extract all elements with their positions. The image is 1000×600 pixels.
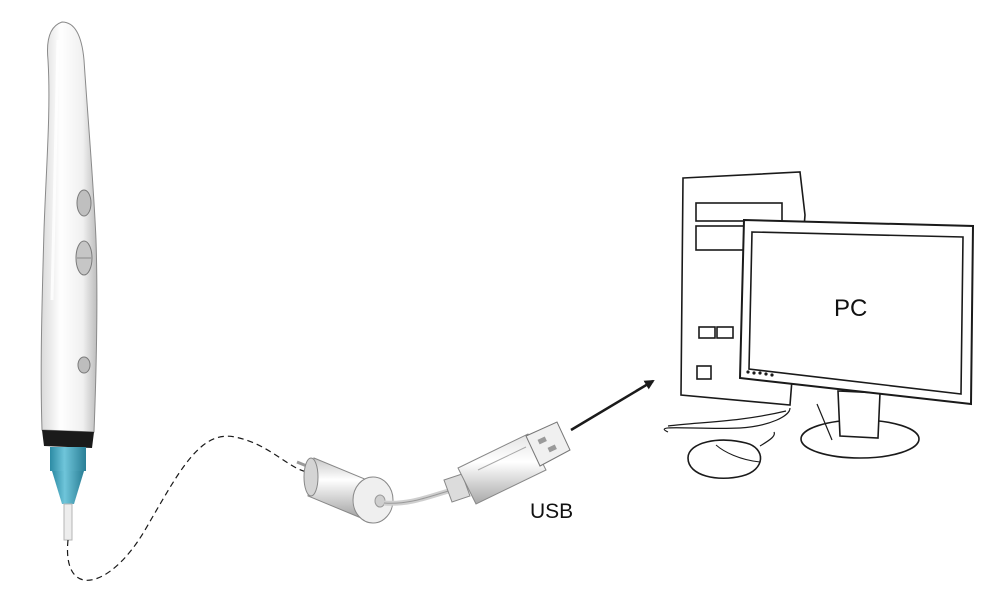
- usb-label: USB: [530, 500, 574, 523]
- usb-plug-icon: [443, 421, 571, 505]
- usb-adapter-icon: [296, 457, 453, 524]
- camera-button-top: [76, 189, 92, 217]
- arrow-right-icon: [570, 379, 655, 432]
- pc-label: PC: [834, 295, 868, 322]
- camera-cable: [66, 435, 309, 581]
- camera-button-bottom: [77, 356, 91, 374]
- keyboard-cable: [663, 407, 791, 433]
- intraoral-camera-icon: [40, 21, 98, 541]
- mouse-icon: [687, 431, 775, 480]
- monitor-screen: [748, 231, 964, 395]
- monitor-icon: [738, 218, 975, 459]
- keyboard-cable-return: [667, 410, 787, 427]
